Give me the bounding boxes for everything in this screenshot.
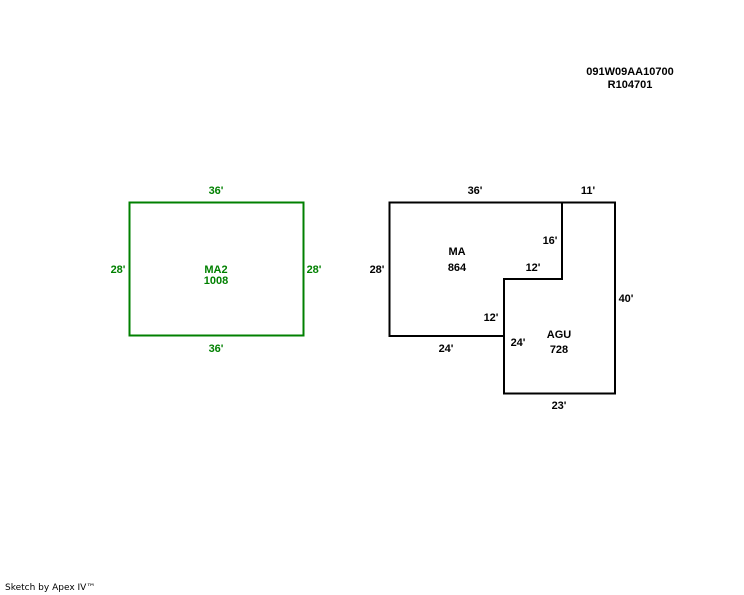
agu-code: AGU <box>547 329 572 341</box>
agu-bottom-dimension: 23' <box>552 400 567 412</box>
agu-right-dimension: 40' <box>619 293 634 305</box>
agu-top-dimension: 11' <box>581 185 596 197</box>
ma-left-dimension: 28' <box>370 264 385 276</box>
ma-notch-horizontal-dimension: 12' <box>526 262 541 274</box>
agu-outline <box>503 201 616 395</box>
ma2-top-dimension: 36' <box>209 185 224 197</box>
parcel-account: R104701 <box>607 79 653 91</box>
parcel-id: 091W09AA10700 <box>586 66 674 78</box>
agu-area: 728 <box>550 344 568 356</box>
ma2-area: 1008 <box>204 275 228 287</box>
area-ma2: 36' 36' 28' 28' MA2 1008 <box>111 185 322 355</box>
ma2-code: MA2 <box>204 264 227 276</box>
ma-notch-vertical-dimension: 16' <box>543 235 558 247</box>
ma-code: MA <box>448 246 465 258</box>
sketch-credit: Sketch by Apex IV™ <box>5 583 96 593</box>
ma-top-dimension: 36' <box>468 185 483 197</box>
ma-area: 864 <box>448 262 467 274</box>
ma2-outline <box>128 201 305 337</box>
parcel-info: 091W09AA10700 R104701 <box>560 66 700 92</box>
ma2-bottom-dimension: 36' <box>209 343 224 355</box>
ma-inner-vertical-dimension: 12' <box>484 312 499 324</box>
ma2-left-dimension: 28' <box>111 264 126 276</box>
agu-left-dimension: 24' <box>511 337 526 349</box>
area-main-building: 36' 28' 24' 16' 12' 12' MA 864 11' 40' 2… <box>370 185 634 412</box>
ma-bottom-dimension: 24' <box>439 343 454 355</box>
ma2-right-dimension: 28' <box>307 264 322 276</box>
